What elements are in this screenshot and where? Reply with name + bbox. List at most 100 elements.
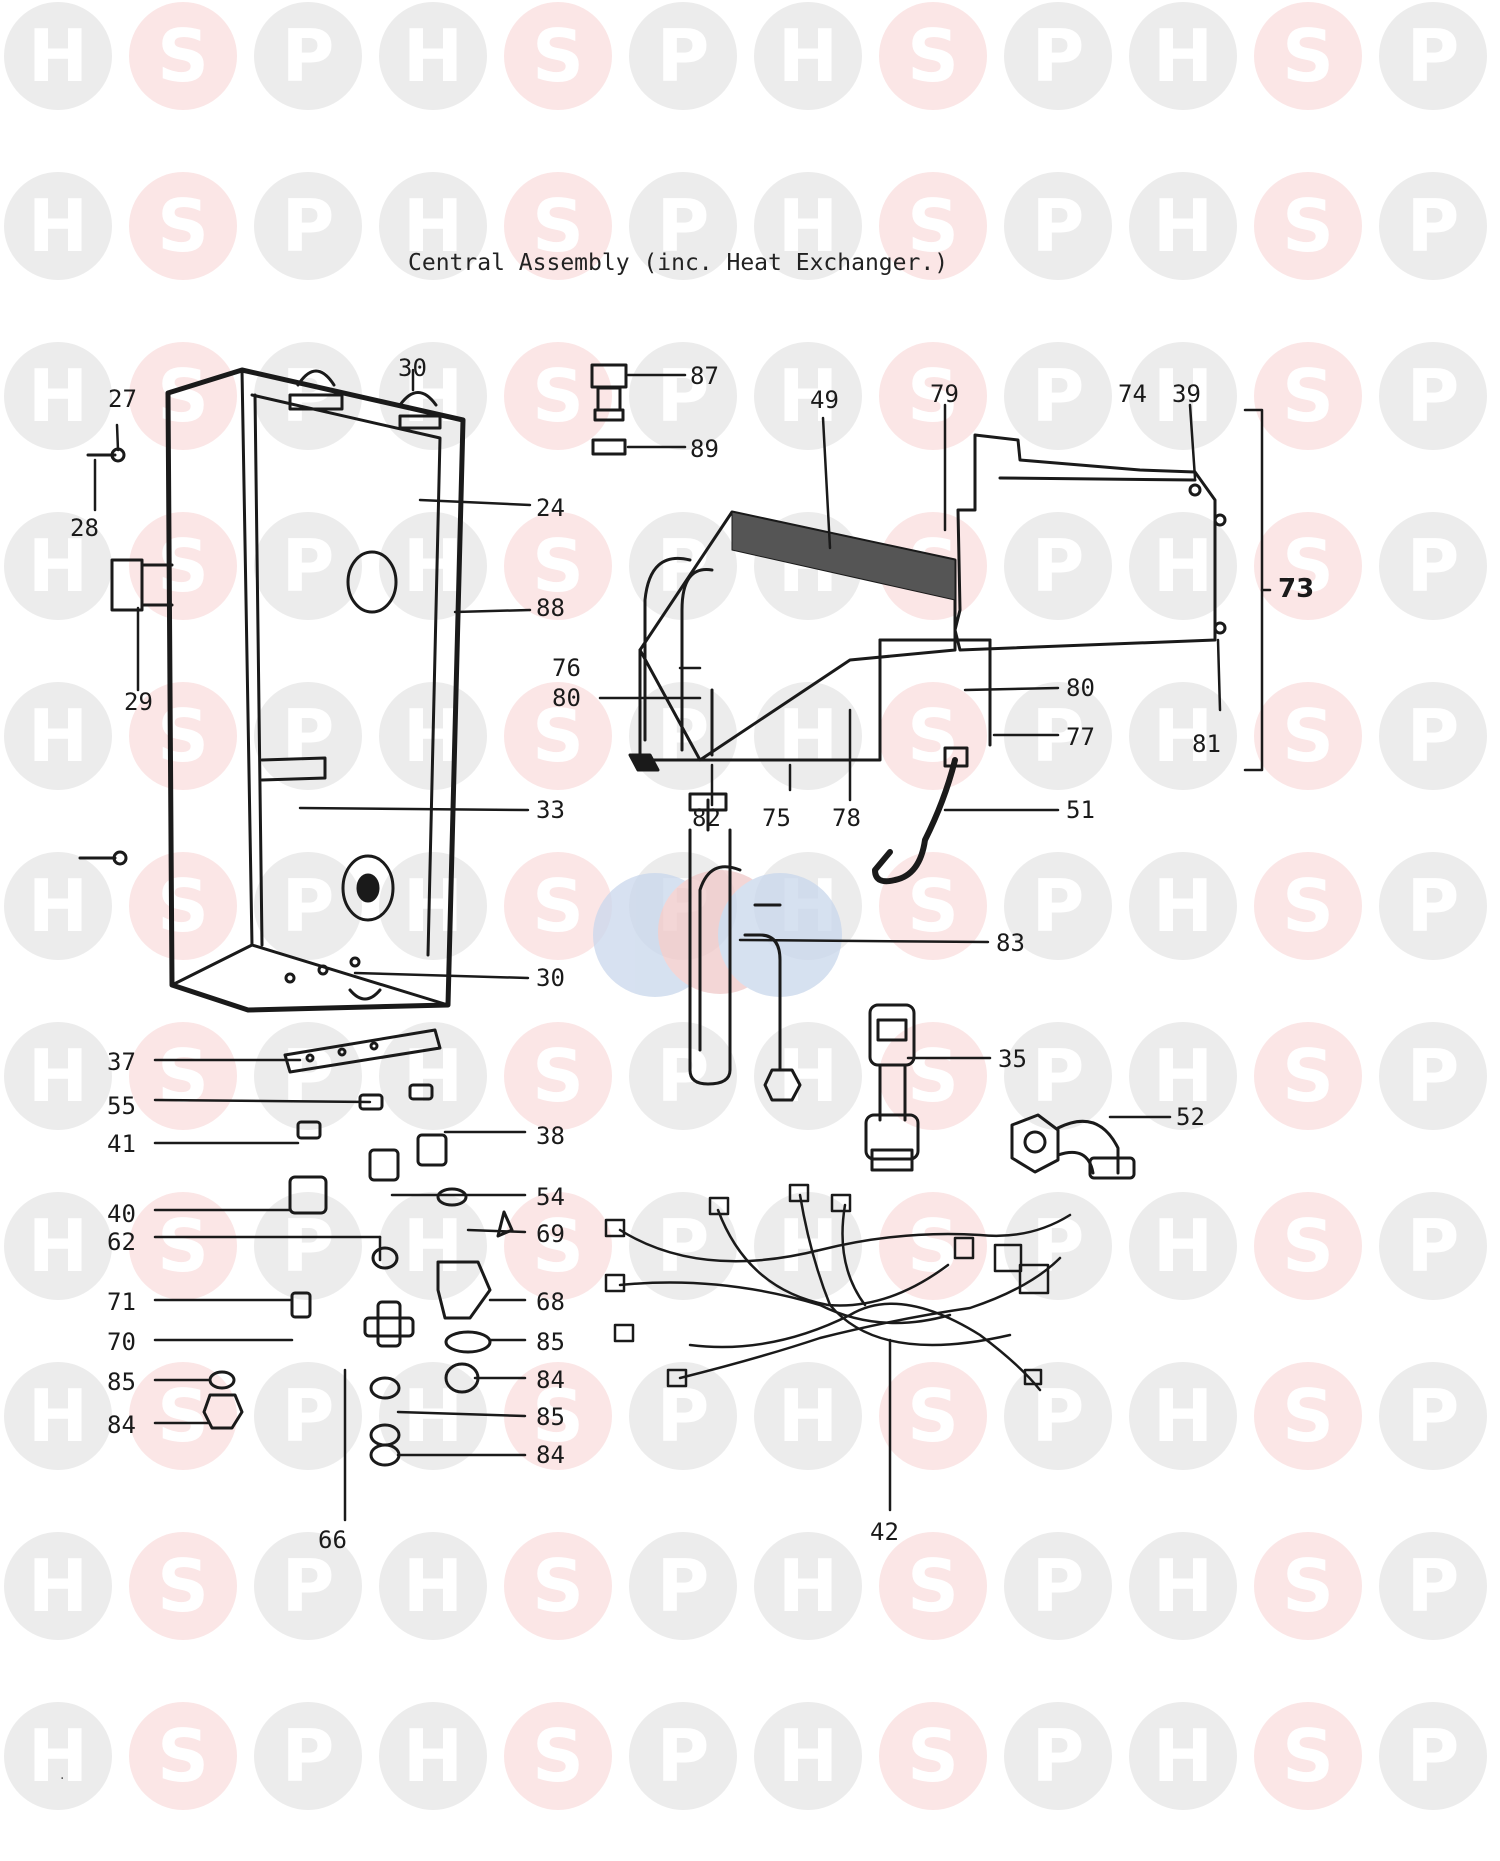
part-label: 42 bbox=[870, 1518, 899, 1546]
watermark-circle-s: S bbox=[879, 1532, 987, 1640]
valve-35 bbox=[864, 1003, 920, 1172]
watermark-circle-p: P bbox=[1379, 1532, 1487, 1640]
watermark-circle-s: S bbox=[504, 342, 612, 450]
watermark-circle-h: H bbox=[4, 512, 112, 620]
watermark-circle-s: S bbox=[129, 1022, 237, 1130]
part-label: 89 bbox=[690, 435, 719, 463]
part-label: 80 bbox=[1066, 674, 1095, 702]
watermark-circle-h: H bbox=[1129, 1192, 1237, 1300]
watermark-circle-s: S bbox=[1254, 1532, 1362, 1640]
watermark-circle-p: P bbox=[1379, 1192, 1487, 1300]
watermark-circle-h: H bbox=[4, 1532, 112, 1640]
watermark-circle-h: H bbox=[4, 1192, 112, 1300]
watermark-circle-h: H bbox=[4, 172, 112, 280]
part-label: 62 bbox=[107, 1228, 136, 1256]
watermark-circle-p: P bbox=[1379, 1022, 1487, 1130]
group-label: 73 bbox=[1278, 574, 1315, 604]
watermark-circle-h: H bbox=[754, 682, 862, 790]
watermark-circle-h: H bbox=[4, 1702, 112, 1810]
part-label: 76 bbox=[552, 654, 581, 682]
watermark-circle-s: S bbox=[129, 342, 237, 450]
part-label: 79 bbox=[930, 380, 959, 408]
watermark-circle-p: P bbox=[1004, 512, 1112, 620]
watermark-circle-s: S bbox=[1254, 2, 1362, 110]
part-label: 82 bbox=[692, 804, 721, 832]
watermark-circle-h: H bbox=[1129, 1532, 1237, 1640]
watermark-circle-s: S bbox=[879, 1192, 987, 1300]
watermark-circle-p: P bbox=[1004, 1362, 1112, 1470]
watermark-circle-p: P bbox=[1004, 342, 1112, 450]
part-label: 70 bbox=[107, 1328, 136, 1356]
part-label: 38 bbox=[536, 1122, 565, 1150]
part-label: 35 bbox=[998, 1045, 1027, 1073]
watermark-circle-s: S bbox=[1254, 682, 1362, 790]
part-label: 28 bbox=[70, 514, 99, 542]
watermark-circle-p: P bbox=[629, 2, 737, 110]
watermark-circle-s: S bbox=[1254, 1022, 1362, 1130]
part-label: 68 bbox=[536, 1288, 565, 1316]
part-label: 78 bbox=[832, 804, 861, 832]
part-label: 84 bbox=[536, 1366, 565, 1394]
watermark-circle-h: H bbox=[4, 852, 112, 960]
part-label: 75 bbox=[762, 804, 791, 832]
watermark-circle-s: S bbox=[504, 1532, 612, 1640]
part-label: 88 bbox=[536, 594, 565, 622]
watermark-circle-p: P bbox=[1004, 1532, 1112, 1640]
part-label: 54 bbox=[536, 1183, 565, 1211]
watermark-circle-h: H bbox=[754, 342, 862, 450]
watermark-circle-h: H bbox=[1129, 1702, 1237, 1810]
watermark-circle-s: S bbox=[879, 1362, 987, 1470]
part-label: 69 bbox=[536, 1220, 565, 1248]
watermark-circle-h: H bbox=[4, 682, 112, 790]
watermark-circle-p: P bbox=[1004, 172, 1112, 280]
watermark-circle-p: P bbox=[254, 512, 362, 620]
watermark-circle-h: H bbox=[1129, 512, 1237, 620]
watermark-circle-p: P bbox=[1379, 2, 1487, 110]
watermark-circle-h: H bbox=[754, 1702, 862, 1810]
watermark-circle-s: S bbox=[1254, 852, 1362, 960]
parts-87-89 bbox=[590, 363, 628, 456]
watermark-circle-s: S bbox=[504, 682, 612, 790]
part-label: 52 bbox=[1176, 1103, 1205, 1131]
watermark-circle-p: P bbox=[629, 1702, 737, 1810]
watermark-circle-p: P bbox=[629, 172, 737, 280]
diagram-title: Central Assembly (inc. Heat Exchanger.) bbox=[408, 250, 949, 276]
part-label: 85 bbox=[536, 1328, 565, 1356]
watermark-circle-h: H bbox=[754, 1532, 862, 1640]
part-label: 40 bbox=[107, 1200, 136, 1228]
watermark-circle-h: H bbox=[379, 1702, 487, 1810]
watermark-circle-p: P bbox=[1004, 1702, 1112, 1810]
watermark-circle-p: P bbox=[254, 1702, 362, 1810]
watermark-circle-h: H bbox=[754, 1022, 862, 1130]
part-label: 83 bbox=[996, 929, 1025, 957]
footer-mark: . bbox=[60, 1767, 65, 1783]
part-label: 74 bbox=[1118, 380, 1147, 408]
watermark-circle-s: S bbox=[129, 1532, 237, 1640]
watermark-circle-h: H bbox=[379, 1022, 487, 1130]
watermark-circle-s: S bbox=[1254, 512, 1362, 620]
watermark-circle-p: P bbox=[1379, 1362, 1487, 1470]
watermark-circle-s: S bbox=[1254, 1362, 1362, 1470]
watermark-circle-s: S bbox=[129, 2, 237, 110]
watermark-circle-s: S bbox=[879, 342, 987, 450]
wiring-harness-42 bbox=[604, 1183, 1072, 1392]
part-label: 30 bbox=[536, 964, 565, 992]
watermark-circle-h: H bbox=[379, 172, 487, 280]
leader-lines bbox=[93, 368, 1222, 1522]
part-label: 55 bbox=[107, 1092, 136, 1120]
watermark-circle-h: H bbox=[379, 1192, 487, 1300]
center-watermark bbox=[593, 870, 842, 997]
watermark-circle-h: H bbox=[1129, 2, 1237, 110]
watermark-circle-p: P bbox=[1379, 1702, 1487, 1810]
watermark-circle-p: P bbox=[254, 682, 362, 790]
watermark-circle-h: H bbox=[754, 1362, 862, 1470]
watermark-circle-p: P bbox=[629, 1022, 737, 1130]
watermark-circle-s: S bbox=[504, 1022, 612, 1130]
watermark-circle-s: S bbox=[504, 2, 612, 110]
casing-frame bbox=[78, 367, 466, 1013]
watermark-circle-h: H bbox=[379, 342, 487, 450]
watermark-circle-p: P bbox=[254, 172, 362, 280]
watermark-circle-p: P bbox=[629, 1532, 737, 1640]
part-label: 49 bbox=[810, 386, 839, 414]
